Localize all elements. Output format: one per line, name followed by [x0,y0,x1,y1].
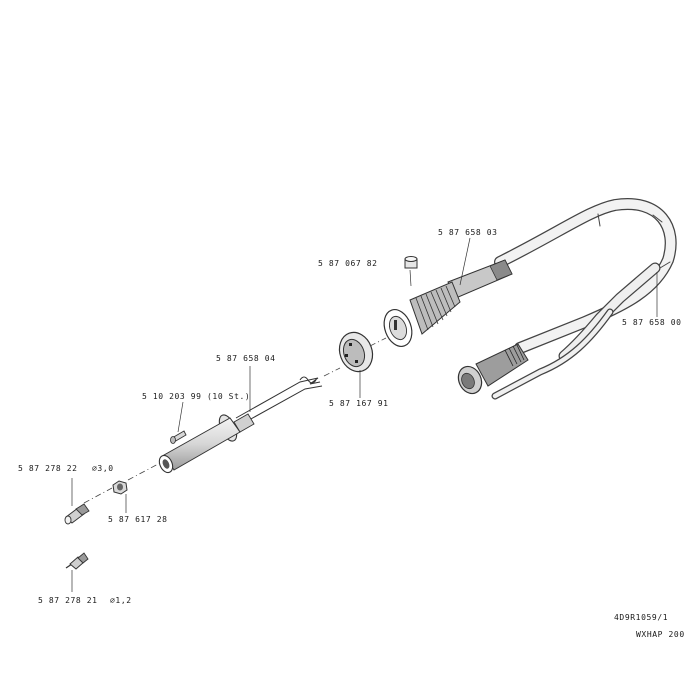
nozzle-large [64,503,90,525]
heating-element [158,376,323,474]
label-part-5-87-167-91: 5 87 167 91 [329,399,389,408]
assembly-axis [83,337,387,504]
nozzle-small [65,552,89,570]
handle-grip [383,259,513,347]
label-part-5-87-617-28: 5 87 617 28 [108,515,168,524]
label-size-3-0: ⌀3,0 [92,464,114,473]
label-part-5-87-658-00: 5 87 658 00 [622,318,682,327]
model-name: WXHAP 200 [636,630,685,639]
label-part-5-87-658-04: 5 87 658 04 [216,354,276,363]
label-part-5-10-203-99: 5 10 203 99 (10 St.) [142,392,251,401]
label-part-5-87-658-03: 5 87 658 03 [438,228,498,237]
hose-assembly [491,197,677,400]
leader-lines [71,237,658,592]
drawing-number: 4D9R1059/1 [614,613,669,622]
hose-connector [457,343,529,395]
label-size-1-2: ⌀1,2 [110,596,132,605]
screw [170,430,187,444]
label-part-5-87-278-21: 5 87 278 21 [38,596,98,605]
nozzle-nut [112,480,128,495]
insert-piece [404,256,418,269]
label-part-5-87-067-82: 5 87 067 82 [318,259,378,268]
nut-ring [338,331,374,373]
label-part-5-87-278-22: 5 87 278 22 [18,464,78,473]
